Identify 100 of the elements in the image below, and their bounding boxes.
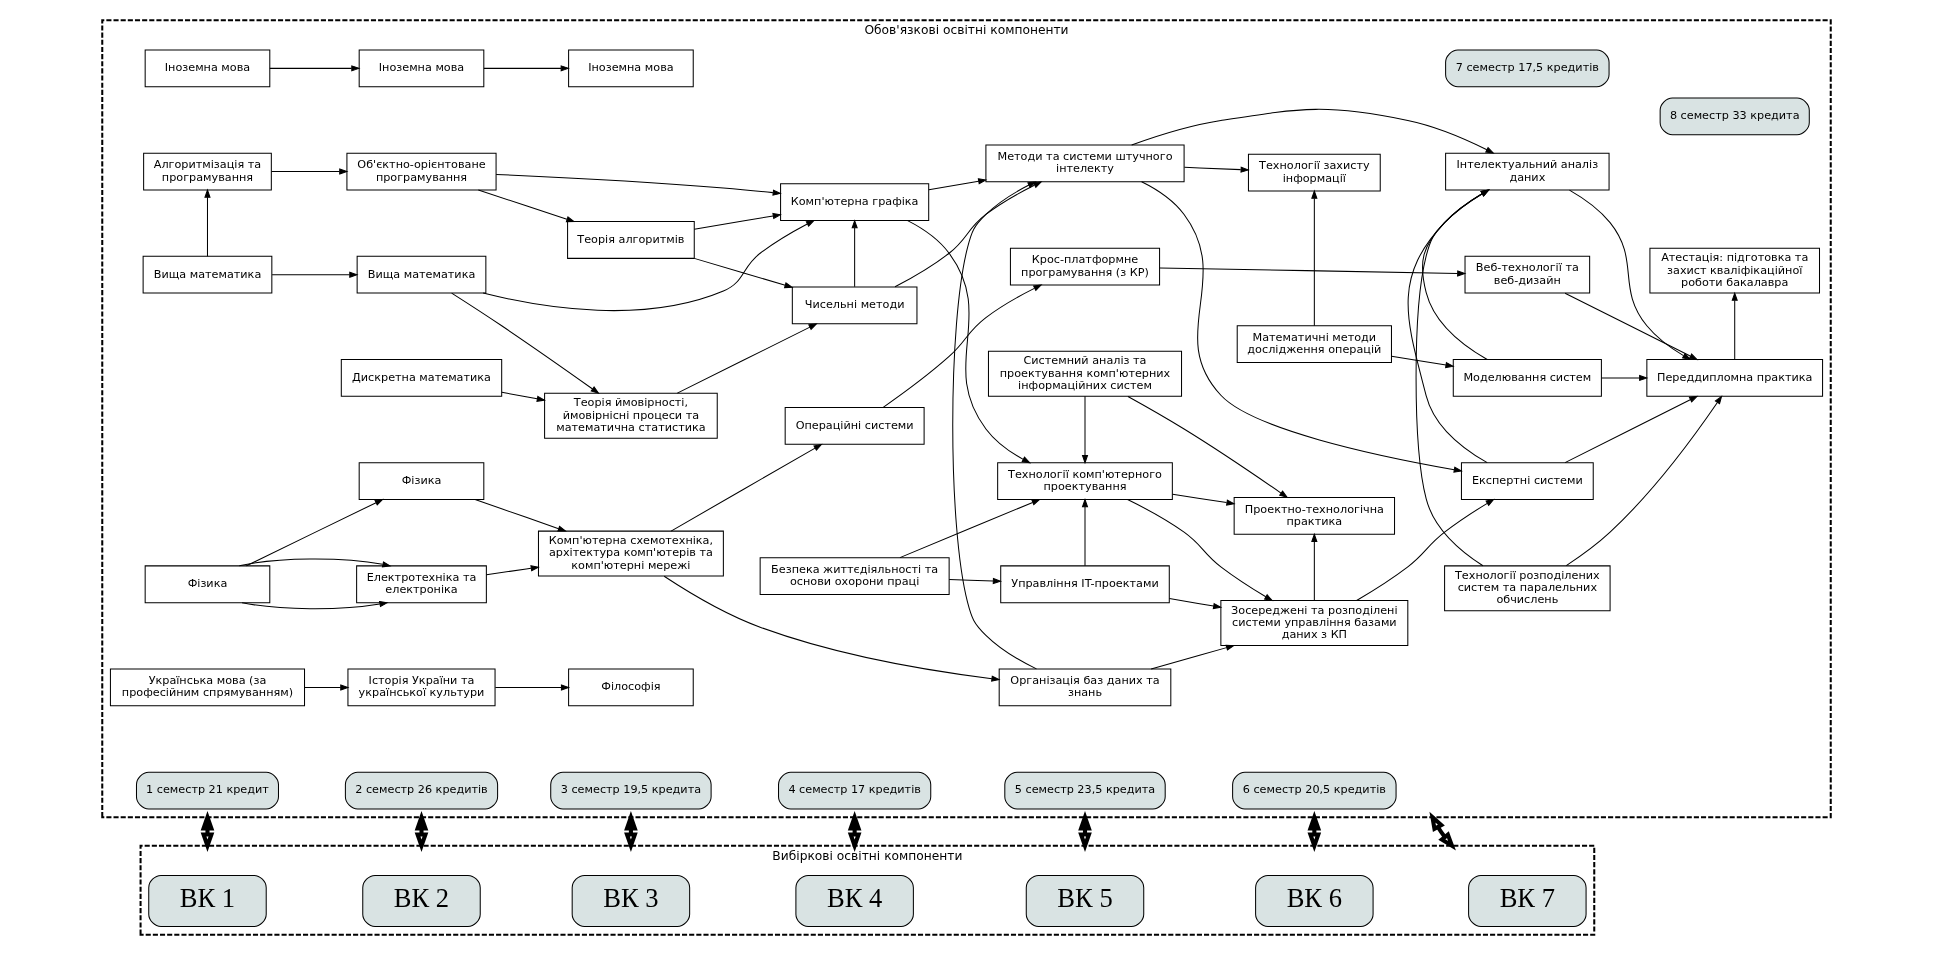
node-box: Переддипломна практика (1646, 359, 1824, 397)
arrow (693, 257, 794, 289)
arrow (1081, 395, 1089, 465)
arrow (304, 684, 350, 691)
node-box: Комп'ютерна графіка (780, 183, 930, 222)
node-box: Фізика (358, 462, 485, 500)
arrow (1168, 597, 1223, 610)
arrow (1564, 395, 1699, 464)
arrow (204, 188, 211, 257)
node-box: Зосереджені та розподілені системи управління базами даних з КП (1220, 600, 1409, 647)
node-box: ВК 3 (571, 874, 691, 927)
arrow (200, 810, 215, 852)
node-box: Атестація: підготовка та захист кваліфікаційної роботи бакалавра (1649, 247, 1820, 294)
node-box: Управління IT-проектами (1000, 565, 1170, 604)
node-box: Технології комп'ютерного проектування (997, 462, 1173, 500)
node-box: Системний аналіз та проектування комп'ютерних інформаційних систем (987, 350, 1183, 397)
node-box: Алгоритмізація та програмування (143, 152, 272, 191)
node-box: 1 семестр 21 кредит (135, 771, 279, 810)
node-box: 5 семестр 23,5 кредита (1004, 771, 1166, 810)
arrow (271, 168, 349, 175)
arrow (1078, 810, 1092, 852)
arrow (414, 811, 429, 852)
node-box: Комп'ютерна схемотехніка, архітектура комп'ютерів та комп'ютерні мережі (537, 530, 724, 577)
node-box: Історія України та української культури (347, 668, 496, 707)
node-box: Іноземна мова (358, 49, 485, 88)
node-box: Організація баз даних та знань (998, 668, 1172, 707)
node-box: Українська мова (за професійним спрямуванням) (109, 668, 306, 707)
arrow (663, 575, 1001, 682)
arrow (501, 391, 546, 402)
arrow (882, 284, 1043, 408)
arrow (1421, 189, 1490, 360)
node-box: ВК 2 (362, 874, 481, 927)
arrow (1127, 395, 1289, 499)
node-box: Вища математика (142, 255, 273, 294)
arrow (1601, 374, 1649, 382)
arrow (851, 219, 858, 288)
node-box: ВК 6 (1255, 874, 1374, 927)
arrow (238, 558, 392, 568)
arrow (1127, 499, 1274, 602)
arrow (495, 173, 782, 196)
node-box: Веб-технології та веб-дизайн (1464, 255, 1591, 294)
node-box: ВК 4 (795, 874, 914, 927)
node-box: 4 семестр 17 кредитів (778, 771, 932, 810)
arrow (948, 577, 1003, 585)
node-box: 2 семестр 26 кредитів (344, 771, 499, 810)
arrow (1731, 291, 1738, 360)
arrow (241, 600, 389, 610)
arrow (1564, 292, 1699, 361)
arrow (1081, 498, 1089, 567)
arrow (477, 189, 576, 223)
node-box: Технології розподілених систем та паралельних обчислень (1444, 565, 1611, 612)
node-box: Електротехніка та електроніка (356, 565, 487, 604)
arrow (676, 323, 818, 394)
node-box: Математичні методи дослідження операцій (1236, 325, 1392, 364)
node-box: Чисельні методи (791, 286, 918, 325)
node-box: Методи та системи штучного інтелекту (985, 144, 1185, 183)
arrow (1565, 395, 1723, 567)
arrow (1311, 189, 1318, 327)
arrow (1415, 189, 1490, 567)
node-box: Експертні системи (1460, 462, 1594, 500)
arrow (1172, 493, 1236, 506)
arrow (1356, 498, 1495, 602)
arrow (952, 181, 1037, 670)
node-box: 6 семестр 20,5 кредитів (1232, 771, 1397, 810)
node-box: Іноземна мова (568, 49, 694, 88)
node-box: Проектно-технологічна практика (1233, 496, 1396, 535)
arrow (624, 811, 638, 852)
arrow (494, 684, 571, 691)
arrow (451, 292, 600, 395)
node-box: ВК 7 (1468, 874, 1587, 927)
node-box: Об'єктно-орієнтоване програмування (346, 152, 497, 191)
node-box: Філософія (568, 668, 694, 707)
node-box: Теорія алгоритмів (567, 221, 695, 259)
arrow (1307, 810, 1322, 852)
arrow (1568, 189, 1692, 361)
node-box: 3 семестр 19,5 кредита (550, 771, 712, 810)
arrow (485, 565, 540, 576)
arrow (1159, 267, 1467, 277)
node-box: Дискретна математика (340, 359, 503, 397)
arrow (1183, 166, 1250, 173)
node-box: 8 семестр 33 кредита (1659, 97, 1810, 136)
node-box: Фізика (144, 565, 271, 604)
node-box: 7 семестр 17,5 кредитів (1445, 49, 1610, 88)
arrow (899, 499, 1041, 559)
node-box: Крос-платформне програмування (з КР) (1009, 247, 1161, 286)
node-box: ВК 1 (148, 874, 267, 927)
arrow (928, 178, 988, 191)
arrow (474, 498, 567, 532)
arrow (483, 65, 570, 72)
arrow (1150, 644, 1236, 670)
arrow (670, 443, 823, 532)
arrow (847, 810, 862, 852)
arrow (1391, 355, 1455, 369)
arrow (1131, 108, 1495, 154)
node-box: Моделювання систем (1452, 359, 1602, 397)
arrow (1311, 532, 1318, 601)
arrow (907, 220, 1032, 464)
node-box: Безпека життєдіяльності та основи охорони праці (759, 557, 950, 595)
arrow (693, 212, 782, 230)
arrow (1429, 811, 1456, 851)
